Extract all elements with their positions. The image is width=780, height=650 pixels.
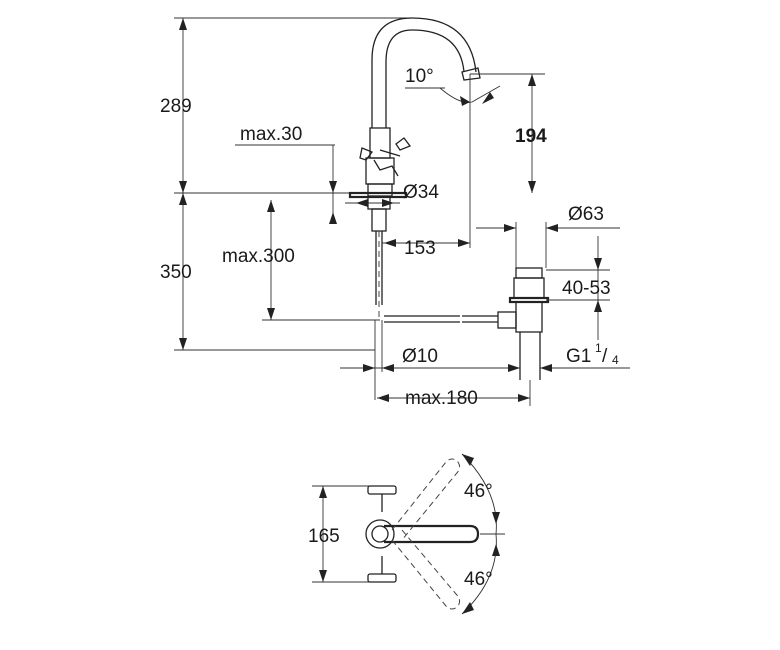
- spout-height-dimension: [469, 73, 545, 248]
- diam34-dimension: [345, 199, 400, 207]
- faucet-plan: [365, 458, 480, 610]
- max30-dimension: [235, 144, 337, 224]
- max300-dimension: [262, 200, 380, 321]
- waste-assembly: [384, 267, 550, 380]
- thread-dimension: [500, 364, 630, 372]
- diam10-dimension: [340, 320, 500, 400]
- dim-350-label: 350: [160, 262, 192, 283]
- dim-4053-label: 40-53: [562, 278, 611, 299]
- dim-diam34-label: Ø34: [403, 182, 439, 203]
- dim-thread-slash: /: [602, 346, 608, 367]
- reach-dimension: [382, 239, 470, 247]
- dim-thread-num: 1: [595, 341, 602, 355]
- dim-thread-den: 4: [612, 353, 619, 367]
- dim-max180-label: max.180: [405, 388, 478, 409]
- dim-10deg-label: 10°: [405, 66, 434, 87]
- dim-46deg-upper-label: 46°: [464, 481, 493, 502]
- dim-max30-label: max.30: [240, 124, 302, 145]
- dim-thread-label: G1: [566, 346, 591, 367]
- range4053-dimension: [546, 236, 610, 340]
- dim-153-label: 153: [404, 238, 436, 259]
- diam63-dimension: [476, 222, 620, 268]
- height-dimension-lines: [174, 17, 410, 351]
- max180-dimension: [377, 380, 531, 406]
- angle10-dimension: [405, 85, 501, 106]
- dim-194-label: 194: [515, 126, 547, 147]
- dim-289-label: 289: [160, 96, 192, 117]
- dim-diam10-label: Ø10: [402, 346, 438, 367]
- swivel-angle-dimensions: [461, 453, 505, 615]
- dim-46deg-lower-label: 46°: [464, 569, 493, 590]
- dim-diam63-label: Ø63: [568, 204, 604, 225]
- faucet-elevation: [348, 17, 481, 320]
- dim-165-label: 165: [308, 526, 340, 547]
- dim-max300-label: max.300: [222, 246, 295, 267]
